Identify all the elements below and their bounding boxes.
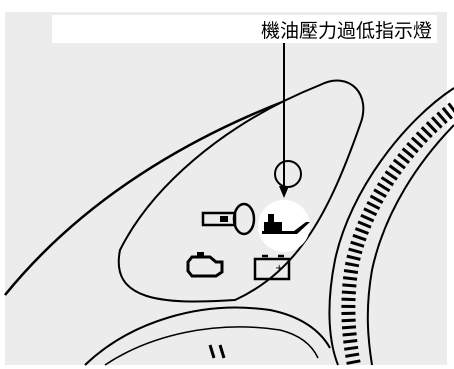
dial-mark xyxy=(208,344,216,359)
callout-arrowhead xyxy=(279,186,289,198)
lower-dial-arc-inner xyxy=(104,326,319,366)
label-band xyxy=(52,15,437,43)
tachometer-dial xyxy=(328,87,454,367)
oil-pressure-warning-label: 機油壓力過低指示燈 xyxy=(260,20,432,42)
outer-gauge-arc xyxy=(4,86,321,296)
battery-icon: + xyxy=(253,254,291,281)
indicator-cluster-outline xyxy=(117,79,365,303)
dial-mark xyxy=(218,344,226,359)
oil-can-icon xyxy=(262,214,310,234)
key-icon xyxy=(201,202,256,236)
oil-highlight xyxy=(258,200,310,252)
lower-dial-arc-outer xyxy=(84,306,331,366)
check-engine-icon xyxy=(186,252,224,278)
svg-text:+: + xyxy=(275,263,283,274)
